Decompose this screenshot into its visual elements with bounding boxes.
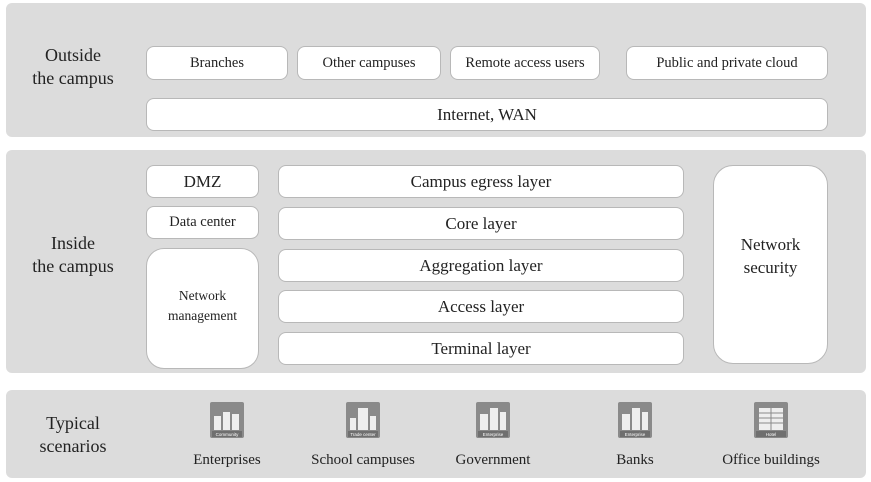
access-layer-box: Access layer — [278, 290, 684, 323]
enterprise-building-icon: Enterprise — [618, 402, 652, 438]
trade-center-building-icon: Trade center — [346, 402, 380, 438]
scenario-banks: Enterprise Banks — [565, 402, 705, 469]
network-security-box: Network security — [713, 165, 828, 364]
branches-box: Branches — [146, 46, 288, 80]
outside-campus-label: Outside the campus — [32, 45, 114, 88]
aggregation-layer-box: Aggregation layer — [278, 249, 684, 282]
community-icon-text: Community — [216, 432, 240, 437]
terminal-layer-box: Terminal layer — [278, 332, 684, 365]
hotel-icon-text: Hotel — [766, 432, 777, 437]
internet-wan-box: Internet, WAN — [146, 98, 828, 131]
scenario-label-enterprises: Enterprises — [193, 452, 261, 468]
hotel-building-icon: Hotel — [754, 402, 788, 438]
scenario-label-government: Government — [455, 452, 531, 468]
typical-scenarios-band — [6, 390, 866, 478]
typical-scenarios-label: Typical scenarios — [39, 413, 107, 456]
scenario-school-campuses: Trade center School campuses — [293, 402, 433, 469]
scenario-office-buildings: Hotel Office buildings — [701, 402, 841, 469]
community-building-icon: Community — [210, 402, 244, 438]
network-management-box: Network management — [146, 248, 259, 369]
enterprise-building-icon: Enterprise — [476, 402, 510, 438]
campus-egress-layer-box: Campus egress layer — [278, 165, 684, 198]
inside-campus-label: Inside the campus — [32, 233, 114, 276]
scenario-label-school-campuses: School campuses — [311, 452, 415, 468]
public-private-cloud-box: Public and private cloud — [626, 46, 828, 80]
core-layer-box: Core layer — [278, 207, 684, 240]
other-campuses-box: Other campuses — [297, 46, 441, 80]
data-center-box: Data center — [146, 206, 259, 239]
enterprise-icon-text-government: Enterprise — [483, 432, 504, 437]
scenario-enterprises: Community Enterprises — [157, 402, 297, 469]
remote-access-users-box: Remote access users — [450, 46, 600, 80]
scenario-government: Enterprise Government — [423, 402, 563, 469]
enterprise-icon-text-banks: Enterprise — [625, 432, 646, 437]
scenario-label-office-buildings: Office buildings — [722, 452, 820, 468]
dmz-box: DMZ — [146, 165, 259, 198]
trade-center-icon-text: Trade center — [350, 432, 376, 437]
scenario-label-banks: Banks — [616, 452, 654, 468]
